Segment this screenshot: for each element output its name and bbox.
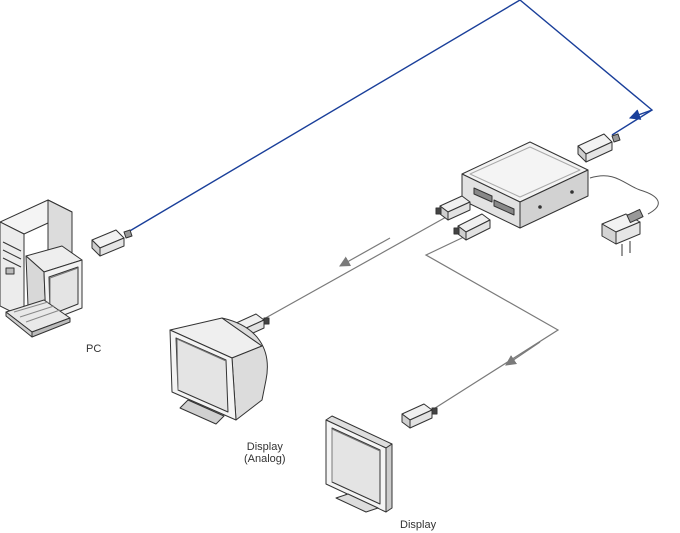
usb-cable <box>127 0 654 233</box>
display-analog-label-line1: Display <box>246 441 283 453</box>
usb-connector-pc <box>91 229 133 257</box>
power-adapter-icon <box>601 208 644 256</box>
display-analog-label: Display (Analog) <box>244 441 286 465</box>
pc-label: PC <box>86 343 102 355</box>
crt-monitor-icon <box>169 317 268 425</box>
dvi-connector-splitter-2 <box>453 213 491 241</box>
dvi-connector-digital <box>401 403 438 429</box>
splitter-box-icon <box>461 141 589 229</box>
power-cable <box>589 175 659 215</box>
lcd-monitor-icon <box>325 415 393 513</box>
display-analog-label-line2: (Analog) <box>244 453 286 465</box>
video-cable-analog <box>261 215 449 321</box>
dvi-connector-splitter-1 <box>435 195 471 221</box>
video-cable-digital <box>424 235 560 411</box>
usb-connector-splitter <box>577 133 621 163</box>
display-digital-label: Display <box>400 519 437 531</box>
pc-tower-icon <box>0 199 83 338</box>
